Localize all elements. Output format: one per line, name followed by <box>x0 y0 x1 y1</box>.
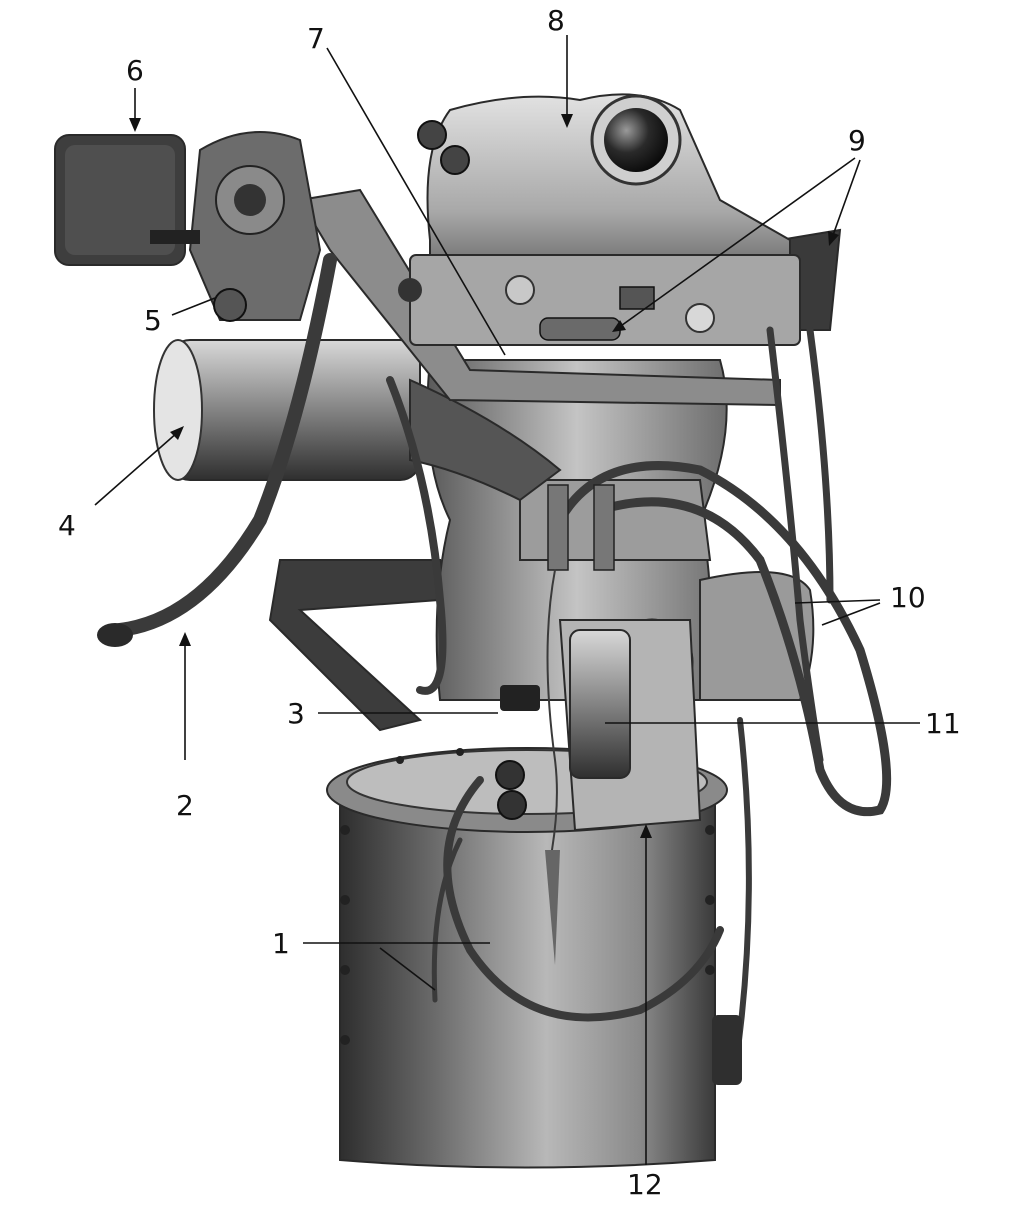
arrowhead-4 <box>170 426 184 440</box>
leader-lines <box>94 35 920 1165</box>
arrowhead-8 <box>561 114 573 128</box>
arrowhead-12 <box>640 824 652 838</box>
leader-10b <box>821 602 881 626</box>
callout-8: 8 <box>547 4 565 37</box>
sight-housing <box>398 93 801 346</box>
leader-10a <box>794 599 881 604</box>
leader-7 <box>326 47 506 356</box>
callout-7: 7 <box>307 22 325 55</box>
callout-3: 3 <box>287 697 305 730</box>
callout-10: 10 <box>890 581 926 614</box>
arrowhead-9a <box>612 320 626 332</box>
filter-canister <box>545 484 631 965</box>
callout-4: 4 <box>58 509 76 542</box>
cables <box>97 253 892 1085</box>
box-unit <box>54 131 322 322</box>
callout-1: 1 <box>272 927 290 960</box>
callout-labels: 1 2 3 4 5 6 7 8 9 10 11 12 <box>58 4 961 1201</box>
arrowhead-6 <box>129 118 141 132</box>
callout-9: 9 <box>848 124 866 157</box>
callout-2: 2 <box>176 789 194 822</box>
leader-1b <box>379 947 436 991</box>
leader-5 <box>171 297 216 316</box>
arrowhead-9b <box>828 231 839 246</box>
callout-11: 11 <box>925 707 961 740</box>
arrowhead-2 <box>179 632 191 646</box>
callout-5: 5 <box>144 304 162 337</box>
callout-12: 12 <box>627 1168 663 1201</box>
leader-9a <box>617 157 856 329</box>
callout-6: 6 <box>126 54 144 87</box>
connector-plug <box>495 685 540 820</box>
leader-4 <box>94 431 179 506</box>
leader-9b <box>831 159 861 239</box>
